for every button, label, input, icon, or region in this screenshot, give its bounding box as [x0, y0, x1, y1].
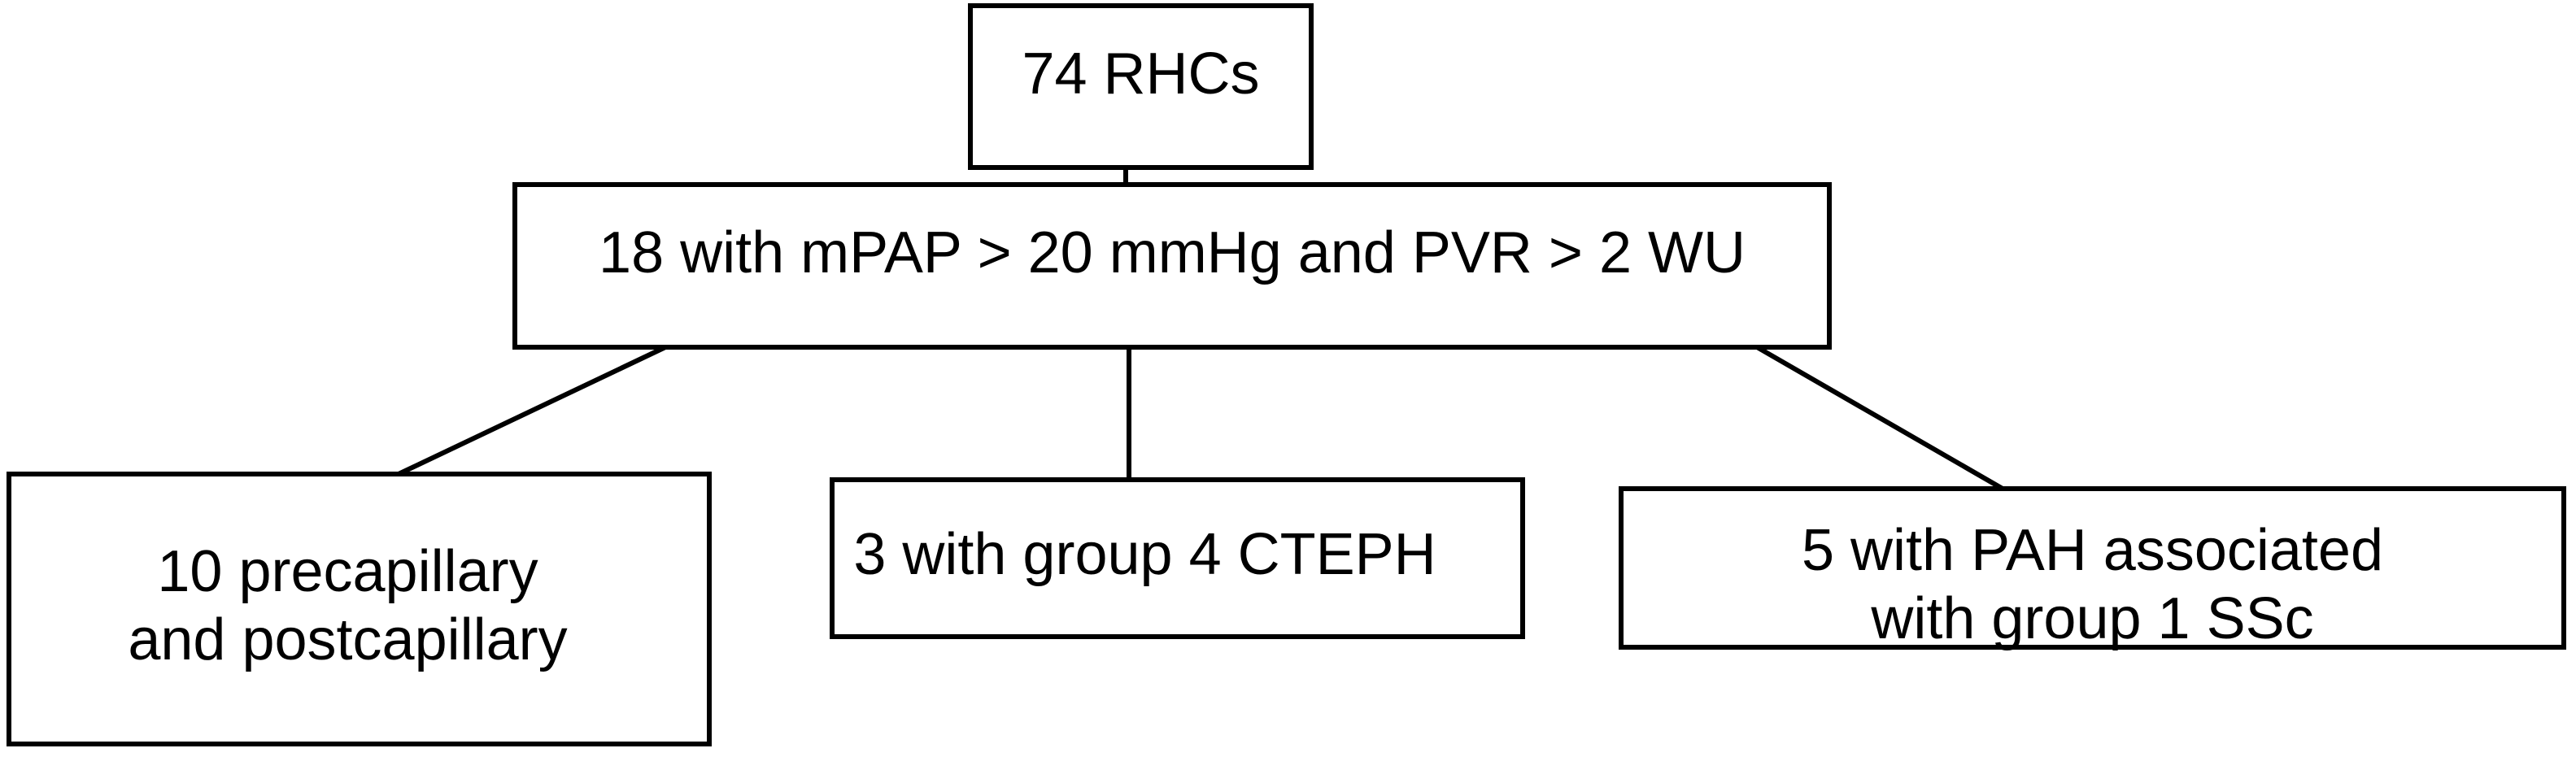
node-precapillary-postcapillary: 10 precapillary and postcapillary [7, 472, 712, 746]
node-pah-label: 5 with PAH associated with group 1 SSc [1802, 516, 2383, 653]
node-group4-cteph: 3 with group 4 CTEPH [830, 477, 1525, 639]
connector-criteria-to-precap [397, 345, 667, 476]
node-criteria-mpap-pvr: 18 with mPAP > 20 mmHg and PVR > 2 WU [512, 182, 1832, 350]
node-pah-line1: 5 with PAH associated [1801, 517, 2383, 583]
node-74-rhcs-label: 74 RHCs [1022, 41, 1260, 107]
node-pah-group1-ssc: 5 with PAH associated with group 1 SSc [1619, 486, 2566, 653]
node-74-rhcs: 74 RHCs [968, 3, 1314, 170]
node-cteph-label: 3 with group 4 CTEPH [853, 521, 1436, 587]
node-precapillary-line2: and postcapillary [128, 607, 568, 672]
node-pah-line2: with group 1 SSc [1871, 585, 2314, 651]
connector-criteria-to-pah [1751, 342, 2004, 491]
node-precapillary-line1: 10 precapillary [157, 539, 538, 604]
node-criteria-label: 18 with mPAP > 20 mmHg and PVR > 2 WU [599, 220, 1746, 285]
node-precapillary-label: 10 precapillary and postcapillary [128, 537, 567, 674]
